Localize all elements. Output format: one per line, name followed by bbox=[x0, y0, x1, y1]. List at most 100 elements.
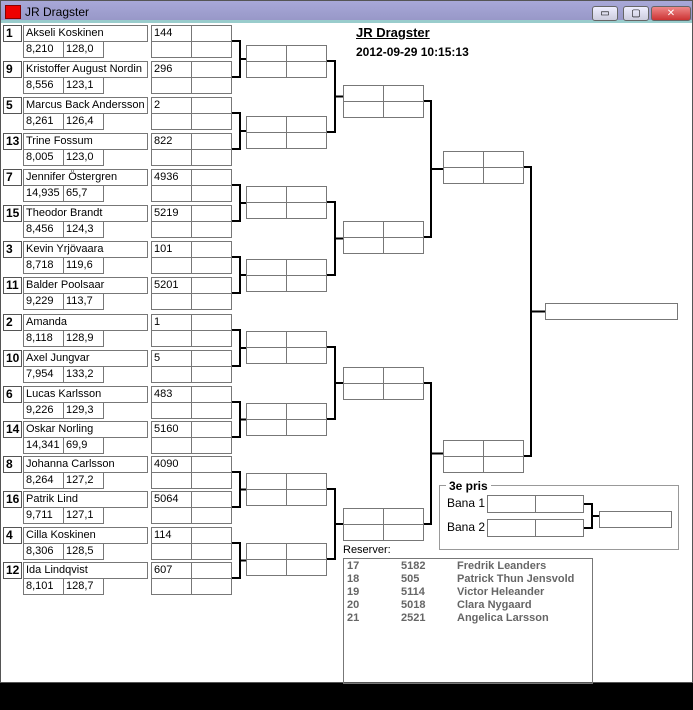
round2-match[interactable] bbox=[246, 45, 287, 62]
result-cell[interactable] bbox=[151, 113, 192, 130]
result-cell[interactable] bbox=[191, 113, 232, 130]
final-winner[interactable] bbox=[545, 303, 678, 320]
result-cell[interactable] bbox=[191, 41, 232, 58]
third-lane1[interactable] bbox=[535, 495, 584, 513]
result-cell[interactable] bbox=[151, 507, 192, 524]
round2-match[interactable] bbox=[286, 202, 327, 219]
result-cell[interactable] bbox=[151, 149, 192, 166]
round3-match[interactable] bbox=[343, 383, 384, 400]
round2-match[interactable] bbox=[246, 186, 287, 203]
close-button[interactable]: ✕ bbox=[651, 6, 691, 21]
lane-cell[interactable] bbox=[191, 61, 232, 78]
round2-match[interactable] bbox=[246, 275, 287, 292]
round3-match[interactable] bbox=[383, 524, 424, 541]
result-cell[interactable] bbox=[191, 257, 232, 274]
lane-cell[interactable] bbox=[191, 350, 232, 367]
semifinal-match[interactable] bbox=[443, 440, 484, 457]
round2-match[interactable] bbox=[246, 419, 287, 436]
result-cell[interactable] bbox=[151, 185, 192, 202]
result-cell[interactable] bbox=[151, 366, 192, 383]
result-cell[interactable] bbox=[191, 472, 232, 489]
result-cell[interactable] bbox=[191, 221, 232, 238]
result-cell[interactable] bbox=[191, 578, 232, 595]
round2-match[interactable] bbox=[246, 473, 287, 490]
round2-match[interactable] bbox=[286, 116, 327, 133]
round3-match[interactable] bbox=[343, 85, 384, 102]
lane-cell[interactable] bbox=[191, 491, 232, 508]
lane-cell[interactable] bbox=[191, 527, 232, 544]
round2-match[interactable] bbox=[286, 259, 327, 276]
round3-match[interactable] bbox=[383, 367, 424, 384]
result-cell[interactable] bbox=[191, 77, 232, 94]
lane-cell[interactable] bbox=[191, 421, 232, 438]
result-cell[interactable] bbox=[151, 330, 192, 347]
round3-match[interactable] bbox=[383, 85, 424, 102]
round2-match[interactable] bbox=[286, 331, 327, 348]
round3-match[interactable] bbox=[383, 508, 424, 525]
round2-match[interactable] bbox=[246, 331, 287, 348]
round2-match[interactable] bbox=[286, 45, 327, 62]
round2-match[interactable] bbox=[246, 489, 287, 506]
lane-cell[interactable] bbox=[191, 25, 232, 42]
result-cell[interactable] bbox=[151, 77, 192, 94]
result-cell[interactable] bbox=[151, 402, 192, 419]
round3-match[interactable] bbox=[343, 524, 384, 541]
lane-cell[interactable] bbox=[191, 386, 232, 403]
semifinal-match[interactable] bbox=[483, 440, 524, 457]
round3-match[interactable] bbox=[383, 383, 424, 400]
round2-match[interactable] bbox=[246, 116, 287, 133]
result-cell[interactable] bbox=[191, 507, 232, 524]
result-cell[interactable] bbox=[191, 185, 232, 202]
result-cell[interactable] bbox=[191, 149, 232, 166]
result-cell[interactable] bbox=[151, 472, 192, 489]
semifinal-match[interactable] bbox=[443, 167, 484, 184]
lane-cell[interactable] bbox=[191, 241, 232, 258]
result-cell[interactable] bbox=[191, 543, 232, 560]
round2-match[interactable] bbox=[286, 186, 327, 203]
semifinal-match[interactable] bbox=[443, 151, 484, 168]
round2-match[interactable] bbox=[286, 61, 327, 78]
round2-match[interactable] bbox=[246, 132, 287, 149]
result-cell[interactable] bbox=[151, 578, 192, 595]
result-cell[interactable] bbox=[151, 221, 192, 238]
result-cell[interactable] bbox=[151, 543, 192, 560]
round2-match[interactable] bbox=[286, 275, 327, 292]
result-cell[interactable] bbox=[151, 41, 192, 58]
round2-match[interactable] bbox=[246, 559, 287, 576]
semifinal-match[interactable] bbox=[443, 456, 484, 473]
lane-cell[interactable] bbox=[191, 133, 232, 150]
round3-match[interactable] bbox=[343, 221, 384, 238]
round2-match[interactable] bbox=[286, 559, 327, 576]
round3-match[interactable] bbox=[383, 221, 424, 238]
lane-cell[interactable] bbox=[191, 205, 232, 222]
round2-match[interactable] bbox=[246, 403, 287, 420]
round2-match[interactable] bbox=[246, 347, 287, 364]
lane-cell[interactable] bbox=[191, 277, 232, 294]
round2-match[interactable] bbox=[246, 61, 287, 78]
round2-match[interactable] bbox=[286, 132, 327, 149]
result-cell[interactable] bbox=[151, 437, 192, 454]
round3-match[interactable] bbox=[343, 367, 384, 384]
result-cell[interactable] bbox=[191, 437, 232, 454]
result-cell[interactable] bbox=[151, 293, 192, 310]
semifinal-match[interactable] bbox=[483, 151, 524, 168]
lane-cell[interactable] bbox=[191, 456, 232, 473]
result-cell[interactable] bbox=[151, 257, 192, 274]
result-cell[interactable] bbox=[191, 402, 232, 419]
round2-match[interactable] bbox=[246, 259, 287, 276]
semifinal-match[interactable] bbox=[483, 456, 524, 473]
third-winner[interactable] bbox=[599, 511, 672, 528]
lane-cell[interactable] bbox=[191, 169, 232, 186]
round2-match[interactable] bbox=[286, 347, 327, 364]
round2-match[interactable] bbox=[286, 403, 327, 420]
round2-match[interactable] bbox=[286, 419, 327, 436]
maximize-button[interactable]: ▢ bbox=[623, 6, 649, 21]
round2-match[interactable] bbox=[286, 543, 327, 560]
round3-match[interactable] bbox=[343, 237, 384, 254]
round2-match[interactable] bbox=[286, 489, 327, 506]
